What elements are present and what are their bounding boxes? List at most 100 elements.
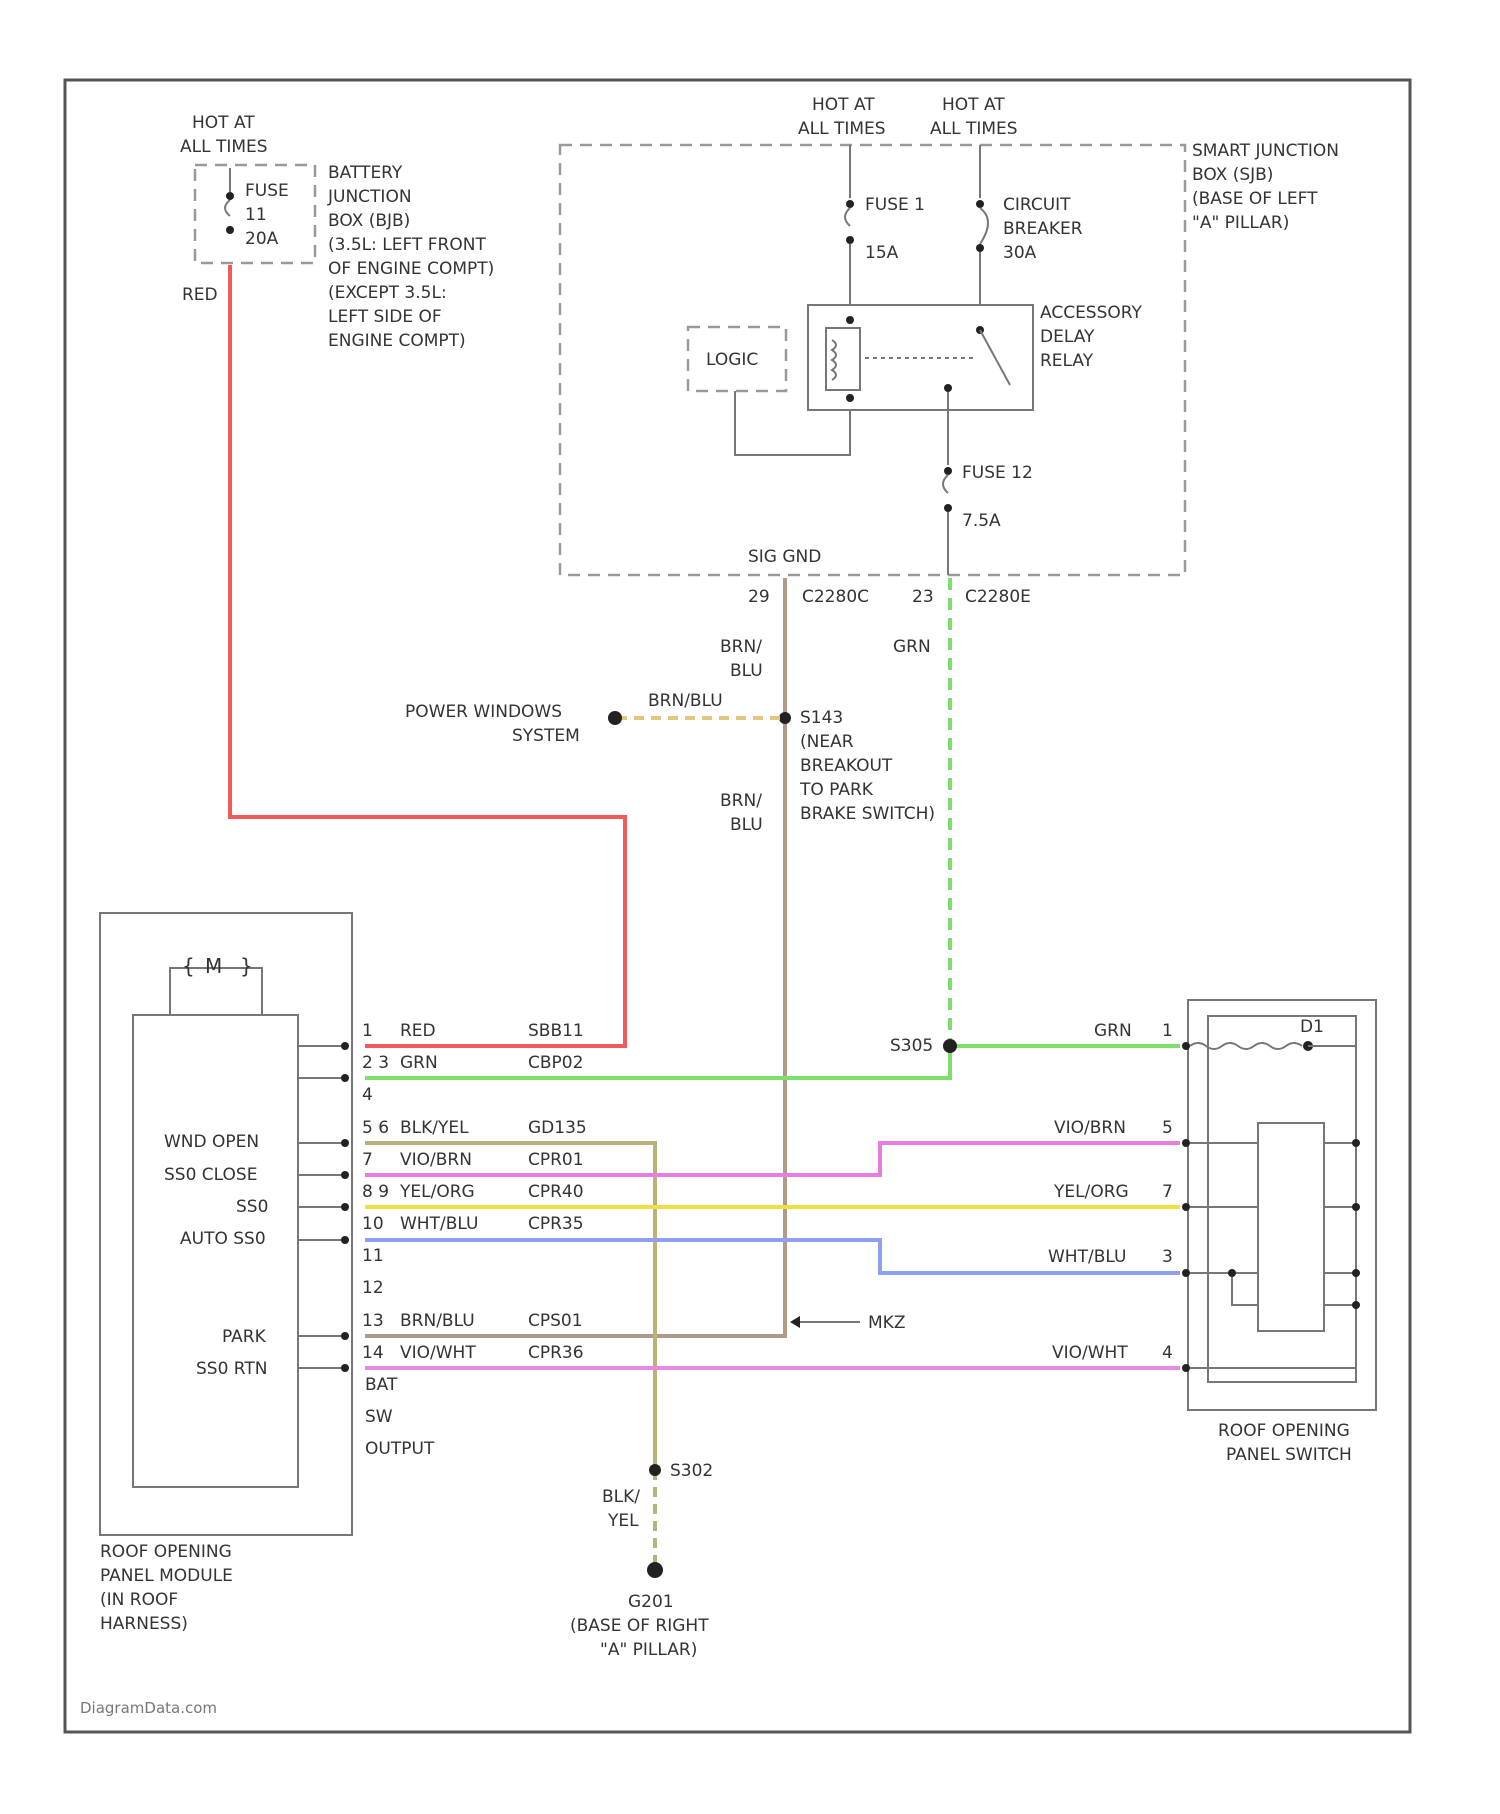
module-pin-5: 7 <box>362 1150 373 1170</box>
relay-coil <box>826 328 860 390</box>
sjb-name-1: SMART JUNCTION <box>1192 141 1339 161</box>
relay-switch-contact <box>980 330 1010 385</box>
switch-wire-pin-0: 1 <box>1162 1021 1173 1041</box>
bjb-hot-line2: ALL TIMES <box>180 137 268 157</box>
sjb-hot-left-2: ALL TIMES <box>798 119 886 139</box>
sjb-hot-right-2: ALL TIMES <box>930 119 1018 139</box>
row-circuit-7: CPR36 <box>528 1343 584 1363</box>
s143-3: BREAKOUT <box>800 756 893 776</box>
module-inner <box>133 1015 298 1487</box>
switch-wire-color-0: GRN <box>1094 1021 1132 1041</box>
switch-name-2: PANEL SWITCH <box>1226 1445 1352 1465</box>
switch-wire-color-4: VIO/WHT <box>1052 1343 1128 1363</box>
accessory-delay-relay <box>808 305 1033 410</box>
module-pin-11: 14 <box>362 1343 384 1363</box>
row-color-1: GRN <box>400 1053 438 1073</box>
module-pin-3: 4 <box>362 1085 373 1105</box>
row-color-6: BRN/BLU <box>400 1311 475 1331</box>
row-color-2: BLK/YEL <box>400 1118 469 1138</box>
power-windows-1: POWER WINDOWS <box>405 702 562 722</box>
roof-opening-panel-module: { M } WND OPEN SS0 CLOSE SS0 AUTO SS0 PA… <box>100 913 435 1634</box>
power-windows-2: SYSTEM <box>512 726 580 746</box>
bjb-fuse-amp: 20A <box>245 229 279 249</box>
roof-opening-panel-switch: D1 GRN 1 VIO/BRN 5 YEL/ORG 7 WHT/BLU 3 V… <box>1048 1000 1376 1465</box>
row-circuit-4: CPR40 <box>528 1182 584 1202</box>
breaker-symbol <box>980 208 988 244</box>
sjb-hot-left-1: HOT AT <box>812 95 875 115</box>
grn-label: GRN <box>893 637 931 657</box>
mkz-label: MKZ <box>868 1313 905 1333</box>
row-color-7: VIO/WHT <box>400 1343 476 1363</box>
sjb-name-2: BOX (SJB) <box>1192 165 1273 185</box>
switch-wire-pin-2: 7 <box>1162 1182 1173 1202</box>
bjb-name-1: BATTERY <box>328 163 403 183</box>
row-circuit-3: CPR01 <box>528 1150 584 1170</box>
motor-brace: } <box>240 954 253 978</box>
module-pin-1: 1 <box>362 1021 373 1041</box>
bjb-name-3: BOX (BJB) <box>328 211 410 231</box>
sjb-conn-right: C2280E <box>965 587 1031 607</box>
bjb-name-8: ENGINE COMPT) <box>328 331 466 351</box>
switch-inner <box>1208 1016 1356 1382</box>
s305-label: S305 <box>890 1036 933 1056</box>
fuse12-symbol <box>943 475 948 493</box>
bjb-name-6: (EXCEPT 3.5L: <box>328 283 447 303</box>
module-extra-sw: SW <box>365 1407 393 1427</box>
switch-outer <box>1188 1000 1376 1410</box>
module-label-1: SS0 CLOSE <box>164 1165 257 1185</box>
wire-vio-brn <box>365 1143 1180 1175</box>
module-outer <box>100 913 352 1535</box>
bjb-name-2: JUNCTION <box>327 187 412 207</box>
switch-pin-top: D1 <box>1300 1017 1324 1037</box>
row-circuit-1: CBP02 <box>528 1053 583 1073</box>
switch-wire-color-3: WHT/BLU <box>1048 1247 1126 1267</box>
bjb-name-7: LEFT SIDE OF <box>328 307 442 327</box>
row-circuit-5: CPR35 <box>528 1214 584 1234</box>
brn-blu-mid-1: BRN/ <box>720 791 762 811</box>
switch-element <box>1258 1123 1324 1331</box>
module-pin-9: 12 <box>362 1278 384 1298</box>
module-extra-output: OUTPUT <box>365 1439 435 1459</box>
switch-wire-color-2: YEL/ORG <box>1053 1182 1129 1202</box>
wire-red <box>230 265 625 1046</box>
sjb-name-3: (BASE OF LEFT <box>1192 189 1318 209</box>
brn-blu-branch-label: BRN/BLU <box>648 691 723 711</box>
switch-wire-pin-3: 3 <box>1162 1247 1173 1267</box>
bjb-hot-line1: HOT AT <box>192 113 255 133</box>
fuse12-amp: 7.5A <box>962 511 1001 531</box>
fuse1-amp: 15A <box>865 243 899 263</box>
s143-4: TO PARK <box>799 780 874 800</box>
row-color-3: VIO/BRN <box>400 1150 472 1170</box>
row-color-5: WHT/BLU <box>400 1214 478 1234</box>
module-pin-6: 8 9 <box>362 1182 389 1202</box>
module-pin-2: 2 3 <box>362 1053 389 1073</box>
brn-blu-top-1: BRN/ <box>720 637 762 657</box>
row-color-4: YEL/ORG <box>399 1182 475 1202</box>
s302-label: S302 <box>670 1461 713 1481</box>
breaker-line3: 30A <box>1003 243 1037 263</box>
bjb-name-4: (3.5L: LEFT FRONT <box>328 235 486 255</box>
switch-name-1: ROOF OPENING <box>1218 1421 1350 1441</box>
bjb-fuse-label: FUSE <box>245 181 289 201</box>
switch-wire-pin-4: 4 <box>1162 1343 1173 1363</box>
brn-blu-mid-2: BLU <box>730 815 763 835</box>
bjb-fuse-num: 11 <box>245 205 267 225</box>
sjb-conn-left: C2280C <box>802 587 869 607</box>
module-pin-7: 10 <box>362 1214 384 1234</box>
s143-2: (NEAR <box>800 732 854 752</box>
module-pin-8: 11 <box>362 1246 384 1266</box>
logic-label: LOGIC <box>706 350 758 370</box>
smart-junction-box: HOT AT ALL TIMES HOT AT ALL TIMES SMART … <box>560 95 1339 607</box>
relay-line1: ACCESSORY <box>1040 303 1142 323</box>
breaker-line2: BREAKER <box>1003 219 1083 239</box>
module-label-0: WND OPEN <box>164 1132 259 1152</box>
ground-symbol <box>647 1562 663 1578</box>
motor-label: M <box>205 954 222 978</box>
module-name-4: HARNESS) <box>100 1614 188 1634</box>
sjb-name-4: "A" PILLAR) <box>1192 213 1289 233</box>
ground-2: (BASE OF RIGHT <box>570 1616 709 1636</box>
module-wire-labels: RED SBB11 GRN CBP02 BLK/YEL GD135 VIO/BR… <box>399 1021 587 1363</box>
bjb-fuse-symbol <box>225 200 230 216</box>
row-circuit-0: SBB11 <box>528 1021 584 1041</box>
